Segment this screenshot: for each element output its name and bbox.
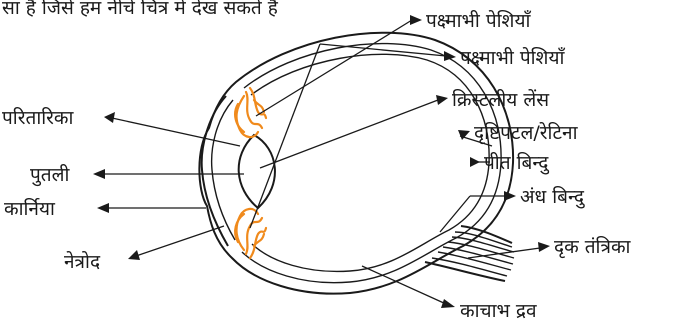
eyeball — [199, 33, 514, 294]
label-ciliary-muscles-1: पक्ष्माभी पेशियाँ — [426, 9, 532, 32]
label-ciliary-muscles-2: पक्ष्माभी पेशियाँ — [460, 46, 566, 69]
crystalline-lens — [239, 135, 275, 208]
header-fragment: सा है जिसे हम नीचे चित्र में देख सकते है… — [2, 0, 279, 19]
cornea — [202, 96, 228, 246]
label-retina: दृष्टिपटल/रेटिना — [474, 121, 579, 145]
label-yellow-spot: पीत बिन्दु — [484, 151, 549, 175]
label-optic-nerve: दृक तंत्रिका — [554, 235, 632, 259]
label-iris: परितारिका — [2, 106, 75, 129]
label-crystalline-lens: क्रिस्टलीय लेंस — [452, 88, 550, 111]
label-aqueous-humour: नेत्रोद — [64, 250, 101, 273]
label-cornea: कार्निया — [4, 197, 56, 220]
label-pupil: पुतली — [30, 163, 71, 187]
label-blind-spot: अंध बिन्दु — [520, 185, 585, 209]
label-vitreous-humour: काचाभ द्रव — [460, 300, 537, 322]
